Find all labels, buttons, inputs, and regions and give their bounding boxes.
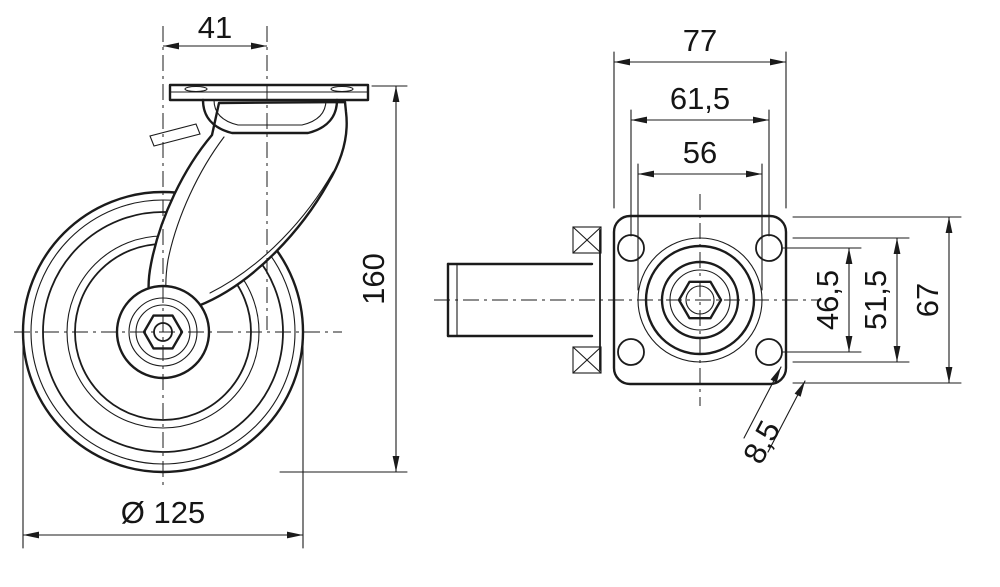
dim-label-41: 41: [198, 10, 232, 45]
dim-label-51-5: 51,5: [858, 270, 893, 330]
spring-clip-bottom: [572, 346, 602, 374]
swivel-housing: [201, 98, 339, 135]
spring-clip-top: [572, 226, 602, 254]
dim-label-160: 160: [356, 253, 391, 305]
side-view: 41 160 Ø 125: [14, 10, 408, 549]
dimension-hole-diameter-8-5: 8,5: [736, 366, 806, 469]
dimension-offset-41: 41: [163, 10, 267, 50]
fork-inner-back-edge: [209, 171, 334, 294]
dim-label-125: Ø 125: [121, 495, 205, 530]
dimension-hole-spacing-46-5: 46,5: [782, 247, 862, 353]
dim-label-77: 77: [683, 23, 717, 58]
dim-label-8-5: 8,5: [736, 415, 787, 469]
side-view-centerlines: [14, 26, 342, 486]
dimension-raceway-56: 56: [637, 135, 763, 291]
dim-label-46-5: 46,5: [810, 270, 845, 330]
dim-label-56: 56: [683, 135, 717, 170]
dim-label-61-5: 61,5: [670, 81, 730, 116]
mounting-plate-side: [168, 83, 370, 102]
dimension-hole-spacing-61-5: 61,5: [630, 81, 770, 237]
dim-label-67: 67: [910, 283, 945, 317]
dimension-height-160: 160: [279, 85, 408, 473]
dimension-hole-spacing-51-5: 51,5: [792, 237, 910, 363]
dimension-plate-depth-67: 67: [792, 216, 962, 384]
top-view-centerlines: [434, 194, 820, 406]
grease-fitting: [149, 123, 201, 147]
dimension-wheel-diameter-125: Ø 125: [22, 341, 304, 549]
dimension-plate-width-77: 77: [613, 23, 787, 209]
top-view: 77 61,5 56 46,5 51,5: [434, 23, 962, 469]
